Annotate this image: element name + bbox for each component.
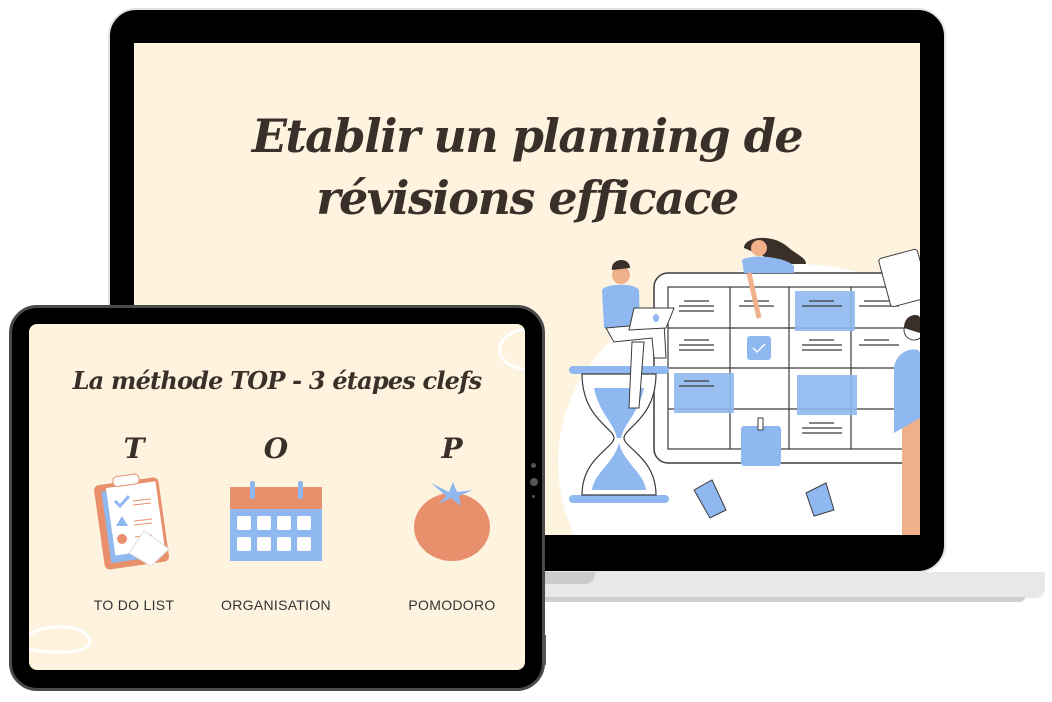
calendar-planning-illustration	[558, 237, 920, 535]
clipboard-checklist-icon	[94, 473, 170, 569]
step-organisation: O ORGANISATION	[201, 432, 351, 613]
tablet-screen: La méthode TOP - 3 étapes clefs T TO DO …	[29, 324, 525, 670]
tablet-slide-title: La méthode TOP - 3 étapes clefs	[72, 366, 483, 395]
decorative-loop	[29, 625, 91, 654]
laptop-notch	[540, 572, 595, 584]
calendar-icon	[230, 480, 322, 561]
slide-title: Etablir un planning de révisions efficac…	[134, 105, 920, 229]
step-todo-list: T TO DO LIST	[59, 432, 209, 613]
step-label: ORGANISATION	[221, 597, 331, 613]
tablet-side-button	[543, 635, 546, 665]
step-pomodoro: P POMODORO	[377, 432, 525, 613]
step-letter: T	[123, 432, 145, 465]
tablet-camera	[530, 478, 538, 486]
slide-title-line-1: Etablir un planning de	[251, 109, 804, 163]
slide-title-line-2: révisions efficace	[316, 171, 739, 225]
laptop-base-shadow	[540, 597, 1025, 602]
decorative-loop	[498, 327, 525, 371]
tablet-sensor	[531, 463, 536, 468]
step-label: POMODORO	[408, 597, 496, 613]
tomato-icon	[414, 482, 490, 561]
step-letter: P	[441, 432, 463, 465]
step-label: TO DO LIST	[93, 597, 175, 613]
tablet-sensor-small	[532, 495, 535, 498]
laptop-base	[530, 572, 1045, 598]
step-letter: O	[263, 432, 289, 465]
